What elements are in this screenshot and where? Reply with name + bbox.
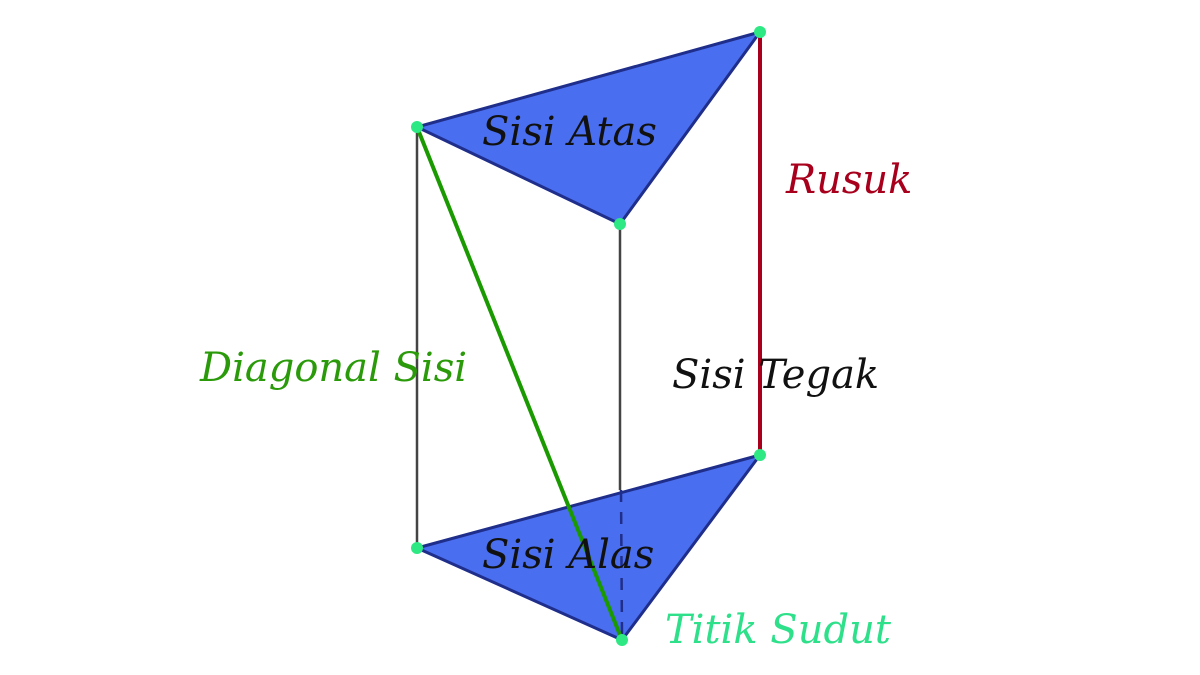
- vertex-bottom-front: [616, 634, 628, 646]
- top-face: [415, 30, 762, 226]
- label-sisi-atas: Sisi Atas: [482, 109, 657, 155]
- label-rusuk: Rusuk: [786, 157, 913, 203]
- bottom-face: [415, 453, 762, 642]
- label-diagonal-sisi: Diagonal Sisi: [200, 345, 468, 391]
- vertex-bottom-right: [754, 449, 766, 461]
- label-sisi-alas: Sisi Alas: [482, 532, 655, 578]
- face-diagonal: [415, 126, 624, 641]
- vertex-top-front: [614, 218, 626, 230]
- label-titik-sudut: Titik Sudut: [665, 607, 891, 653]
- hidden-edge-dashed: [619, 489, 624, 639]
- label-sisi-tegak: Sisi Tegak: [672, 352, 880, 398]
- vertex-top-right: [754, 26, 766, 38]
- vertex-bottom-left: [411, 542, 423, 554]
- vertex-top-left: [411, 121, 423, 133]
